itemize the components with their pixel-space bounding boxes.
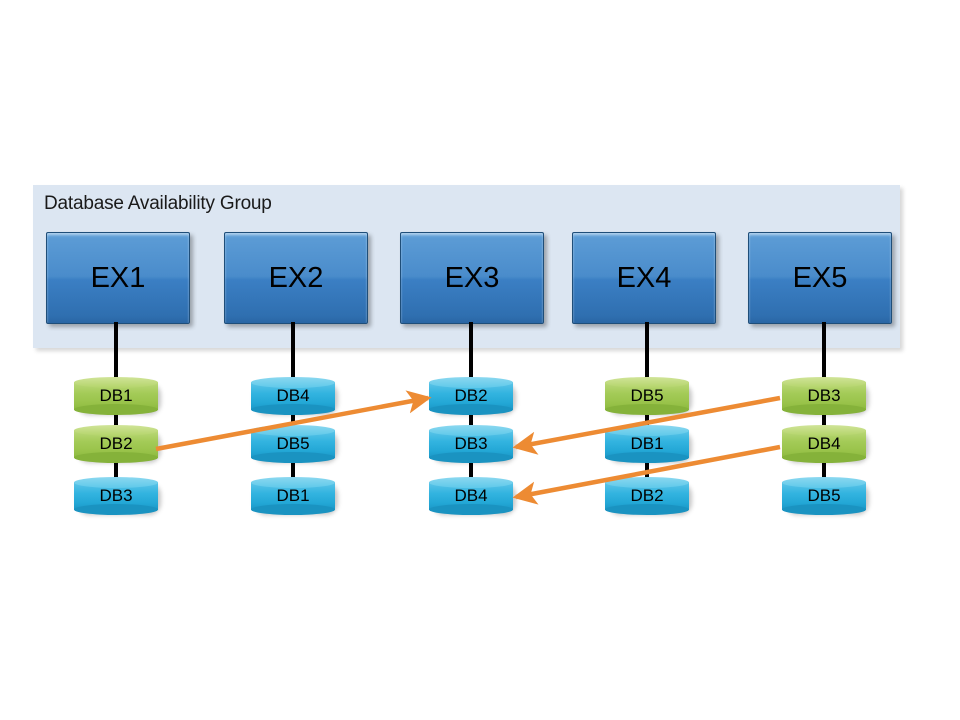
database-label: DB5 bbox=[630, 386, 664, 405]
database-label: DB1 bbox=[99, 386, 133, 405]
database-label: DB3 bbox=[99, 486, 133, 505]
database-label: DB3 bbox=[454, 434, 488, 453]
cylinder-bottom-ellipse bbox=[251, 504, 335, 515]
cylinder-top-ellipse bbox=[74, 477, 158, 488]
stem-db-to-db bbox=[114, 409, 118, 431]
database-cylinder-ex5-db5[interactable]: DB5 bbox=[782, 477, 869, 515]
cylinder-bottom-ellipse bbox=[74, 404, 158, 415]
cylinder-bottom-ellipse bbox=[782, 404, 866, 415]
cylinder-top-ellipse bbox=[429, 377, 513, 388]
cylinder-top-ellipse bbox=[782, 425, 866, 436]
database-label: DB2 bbox=[454, 386, 488, 405]
database-cylinder-ex2-db1[interactable]: DB1 bbox=[251, 477, 338, 515]
cylinder-top-ellipse bbox=[782, 377, 866, 388]
stem-server-to-db bbox=[291, 322, 295, 383]
cylinder-bottom-ellipse bbox=[251, 452, 335, 463]
server-box-ex5[interactable]: EX5 bbox=[748, 232, 892, 324]
database-cylinder-ex4-db2[interactable]: DB2 bbox=[605, 477, 692, 515]
cylinder-top-ellipse bbox=[429, 425, 513, 436]
database-label: DB4 bbox=[276, 386, 310, 405]
cylinder-top-ellipse bbox=[782, 477, 866, 488]
database-label: DB5 bbox=[276, 434, 310, 453]
database-cylinder-ex5-db3[interactable]: DB3 bbox=[782, 377, 869, 415]
cylinder-top-ellipse bbox=[74, 377, 158, 388]
dag-title-label: Database Availability Group bbox=[44, 193, 272, 214]
database-cylinder-ex2-db4[interactable]: DB4 bbox=[251, 377, 338, 415]
cylinder-bottom-ellipse bbox=[74, 504, 158, 515]
server-box-ex3[interactable]: EX3 bbox=[400, 232, 544, 324]
database-cylinder-ex3-db3[interactable]: DB3 bbox=[429, 425, 516, 463]
server-label: EX4 bbox=[616, 261, 672, 294]
stem-db-to-db bbox=[114, 457, 118, 483]
database-cylinder-ex2-db5[interactable]: DB5 bbox=[251, 425, 338, 463]
database-label: DB2 bbox=[630, 486, 664, 505]
cylinder-bottom-ellipse bbox=[74, 452, 158, 463]
database-cylinder-ex1-db2[interactable]: DB2 bbox=[74, 425, 161, 463]
database-cylinder-ex1-db3[interactable]: DB3 bbox=[74, 477, 161, 515]
database-cylinder-ex5-db4[interactable]: DB4 bbox=[782, 425, 869, 463]
database-label: DB2 bbox=[99, 434, 133, 453]
database-label: DB4 bbox=[807, 434, 841, 453]
cylinder-bottom-ellipse bbox=[782, 504, 866, 515]
cylinder-top-ellipse bbox=[251, 377, 335, 388]
database-cylinder-ex4-db1[interactable]: DB1 bbox=[605, 425, 692, 463]
stem-db-to-db bbox=[469, 457, 473, 483]
server-label: EX5 bbox=[792, 261, 848, 294]
cylinder-top-ellipse bbox=[429, 477, 513, 488]
stem-db-to-db bbox=[469, 409, 473, 431]
cylinder-bottom-ellipse bbox=[605, 504, 689, 515]
server-label: EX3 bbox=[444, 261, 500, 294]
database-cylinder-ex1-db1[interactable]: DB1 bbox=[74, 377, 161, 415]
cylinder-bottom-ellipse bbox=[429, 404, 513, 415]
stem-server-to-db bbox=[114, 322, 118, 383]
server-box-ex1[interactable]: EX1 bbox=[46, 232, 190, 324]
server-box-ex2[interactable]: EX2 bbox=[224, 232, 368, 324]
database-cylinder-ex3-db2[interactable]: DB2 bbox=[429, 377, 516, 415]
database-label: DB1 bbox=[276, 486, 310, 505]
cylinder-top-ellipse bbox=[74, 425, 158, 436]
stem-db-to-db bbox=[822, 457, 826, 483]
database-label: DB3 bbox=[807, 386, 841, 405]
stem-db-to-db bbox=[291, 457, 295, 483]
cylinder-top-ellipse bbox=[605, 377, 689, 388]
cylinder-bottom-ellipse bbox=[782, 452, 866, 463]
server-label: EX2 bbox=[268, 261, 324, 294]
database-label: DB5 bbox=[807, 486, 841, 505]
database-cylinder-ex4-db5[interactable]: DB5 bbox=[605, 377, 692, 415]
server-label: EX1 bbox=[90, 261, 146, 294]
cylinder-top-ellipse bbox=[251, 477, 335, 488]
stem-server-to-db bbox=[645, 322, 649, 383]
cylinder-bottom-ellipse bbox=[429, 452, 513, 463]
stem-db-to-db bbox=[822, 409, 826, 431]
server-box-ex4[interactable]: EX4 bbox=[572, 232, 716, 324]
stem-server-to-db bbox=[469, 322, 473, 383]
database-label: DB1 bbox=[630, 434, 664, 453]
stem-server-to-db bbox=[822, 322, 826, 383]
cylinder-bottom-ellipse bbox=[429, 504, 513, 515]
database-cylinder-ex3-db4[interactable]: DB4 bbox=[429, 477, 516, 515]
database-label: DB4 bbox=[454, 486, 488, 505]
